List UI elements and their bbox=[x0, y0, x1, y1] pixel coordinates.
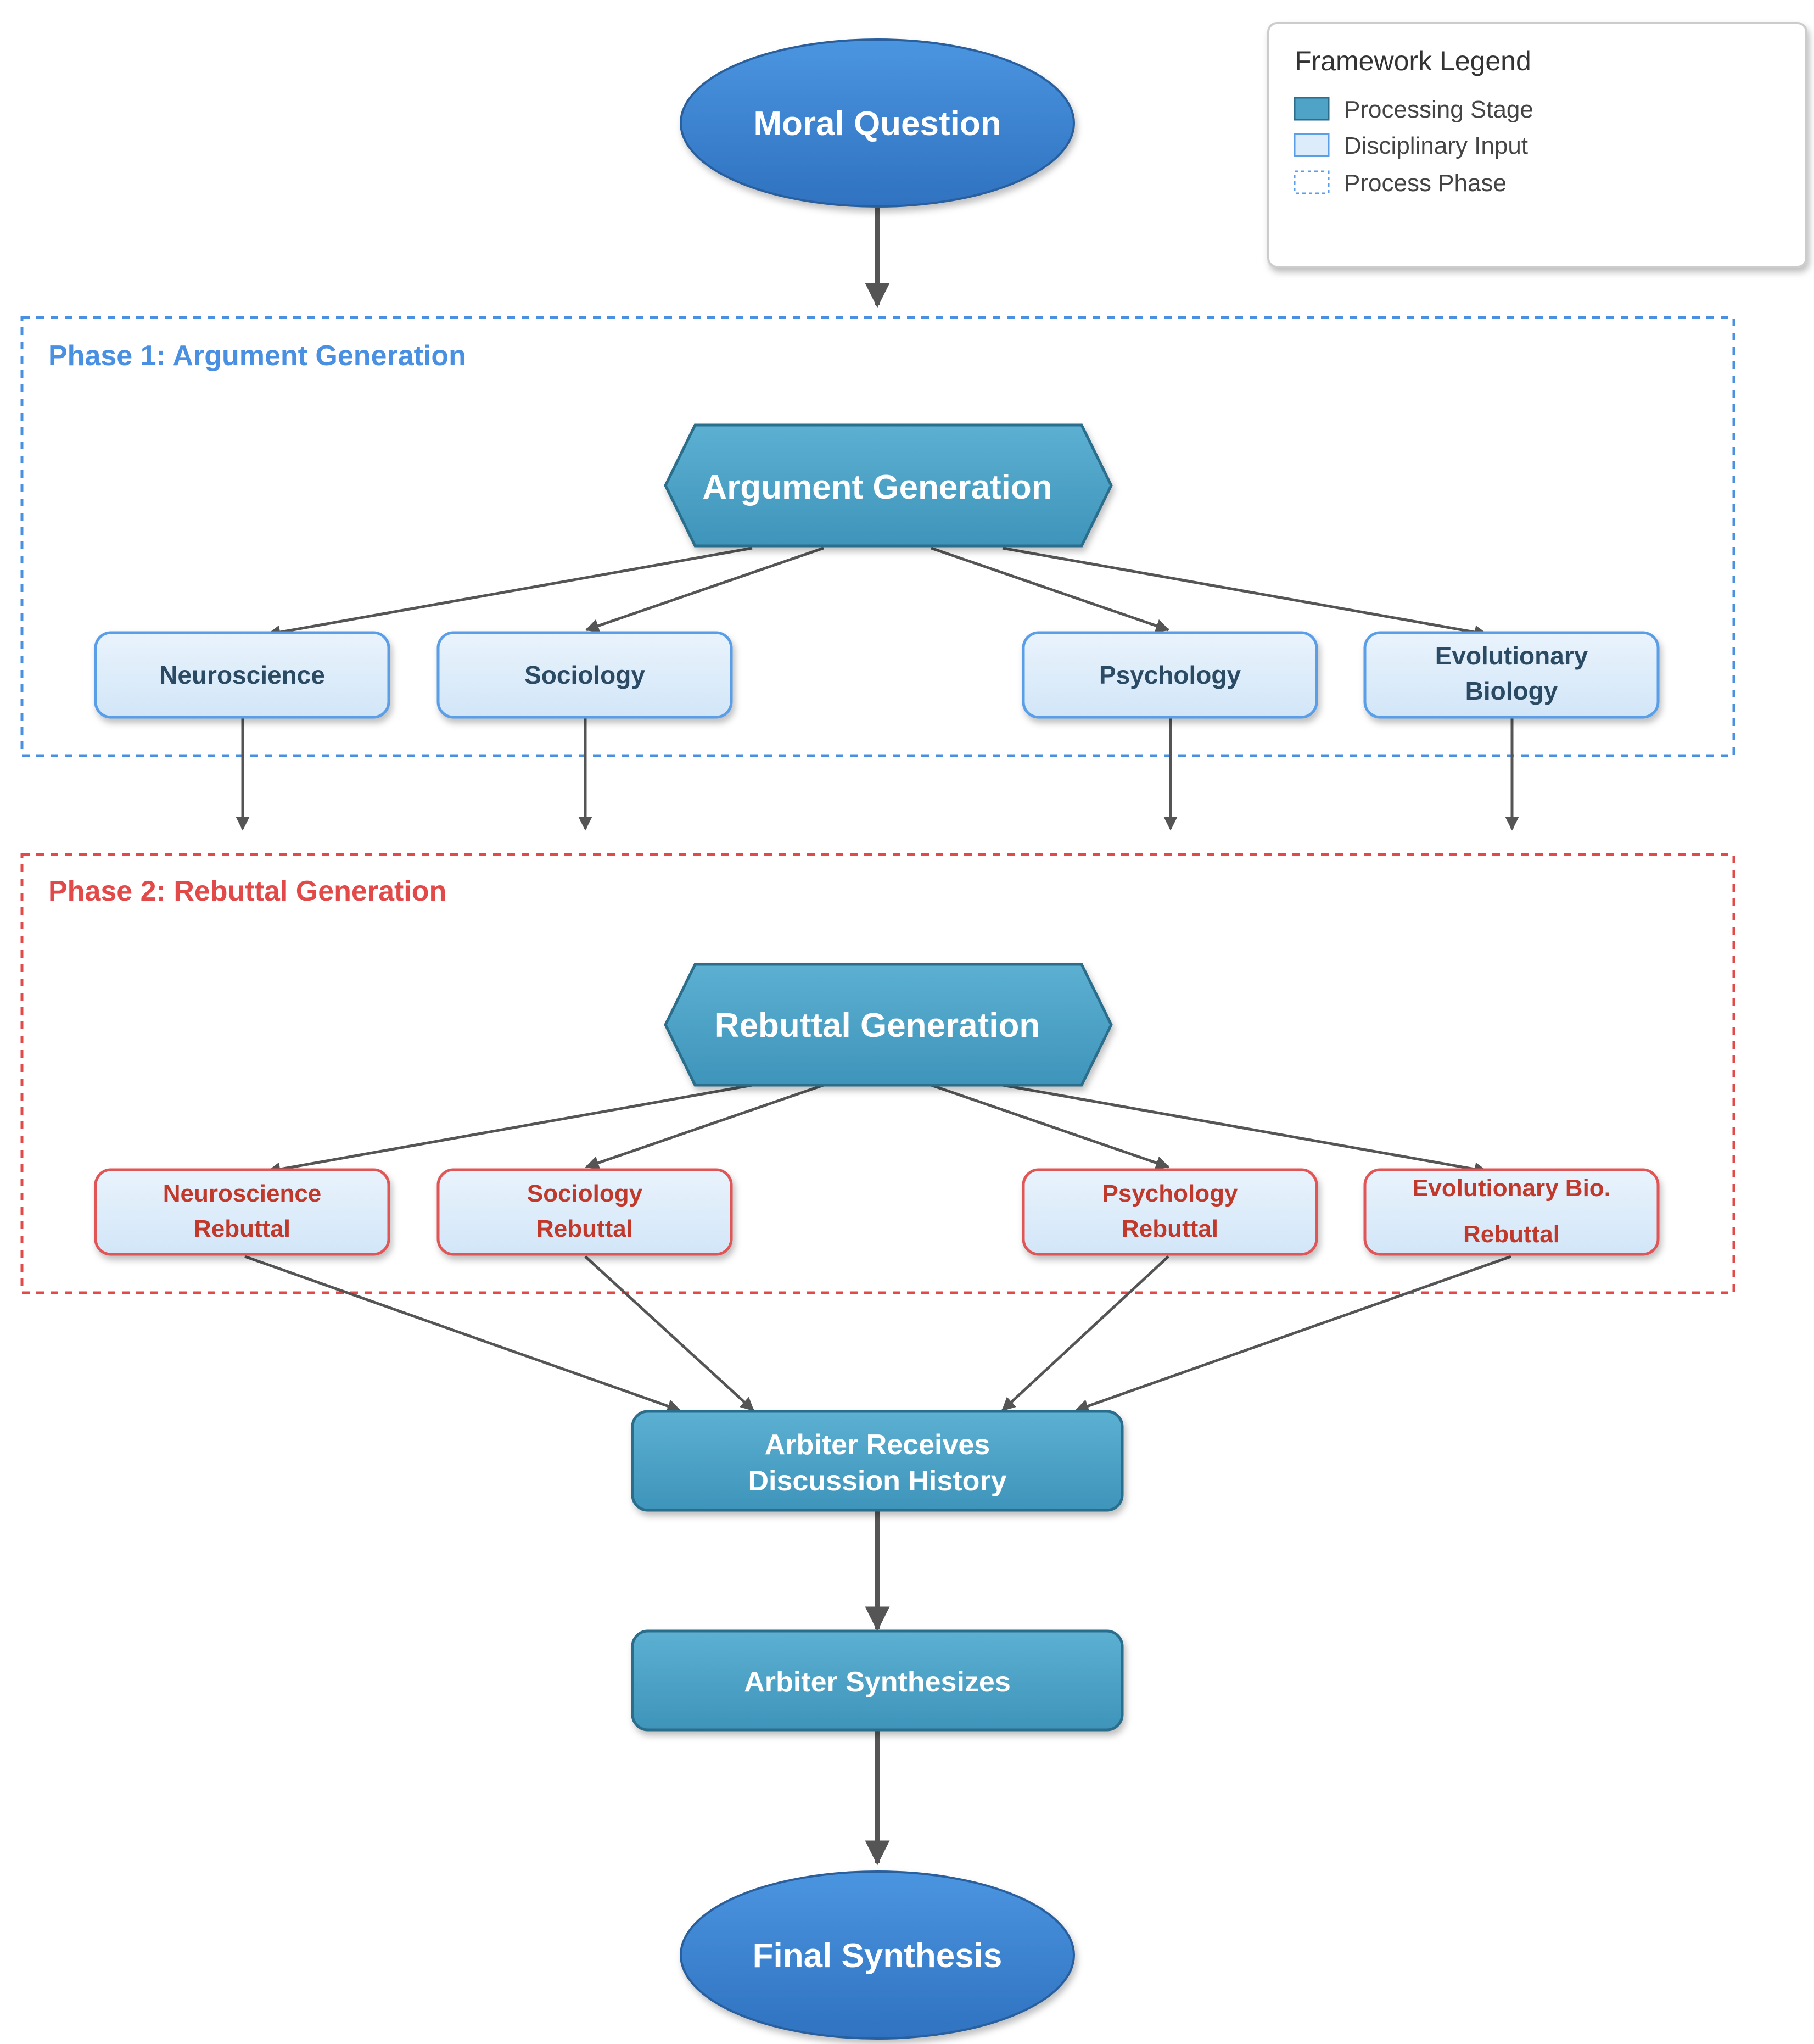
final-synthesis-label: Final Synthesis bbox=[753, 1937, 1003, 1975]
rebuttal-neuroscience-line2: Rebuttal bbox=[194, 1215, 290, 1242]
moral-question-node bbox=[680, 38, 1075, 208]
arrow-rebgen-to-neuro-rebuttal bbox=[266, 1084, 753, 1176]
arrow-rebgen-to-socio-rebuttal bbox=[585, 1084, 824, 1170]
arrow-rebgen-to-evobio-rebuttal bbox=[1002, 1084, 1488, 1176]
discipline-evolutionary-biology bbox=[1363, 631, 1660, 719]
legend: Framework Legend Processing Stage Discip… bbox=[1267, 22, 1807, 268]
rebuttal-nodes: Neuroscience Rebuttal Sociology Rebuttal… bbox=[94, 1168, 1660, 1256]
discipline-evolutionary-biology-line1: Evolutionary bbox=[1435, 641, 1588, 670]
rebuttal-psychology-line1: Psychology bbox=[1102, 1180, 1238, 1207]
final-synthesis-node bbox=[680, 1870, 1075, 2040]
legend-title: Framework Legend bbox=[1295, 46, 1531, 76]
discipline-sociology-label: Sociology bbox=[524, 661, 645, 689]
arbiter-receives-line1: Arbiter Receives bbox=[765, 1429, 990, 1461]
legend-label-phase: Process Phase bbox=[1344, 170, 1507, 197]
phase-1-label: Phase 1: Argument Generation bbox=[48, 340, 466, 372]
rebuttal-sociology-line2: Rebuttal bbox=[536, 1215, 633, 1242]
rebuttal-sociology bbox=[436, 1168, 733, 1256]
discipline-sociology bbox=[436, 631, 733, 719]
legend-swatch-processing bbox=[1294, 97, 1330, 121]
legend-swatch-input bbox=[1294, 133, 1330, 157]
discipline-nodes: Neuroscience Sociology Psychology Evolut… bbox=[94, 631, 1660, 719]
rebuttal-generation-label: Rebuttal Generation bbox=[715, 1007, 1040, 1045]
discipline-psychology-label: Psychology bbox=[1099, 661, 1241, 689]
argument-generation-node bbox=[664, 423, 1113, 548]
arrow-neuro-rebuttal-to-arbiter bbox=[244, 1255, 681, 1413]
arrow-rebgen-to-psych-rebuttal bbox=[931, 1084, 1170, 1170]
arrow-arggen-to-psychology bbox=[931, 546, 1170, 633]
rebuttal-psychology bbox=[1022, 1168, 1318, 1256]
rebuttal-neuroscience bbox=[94, 1168, 390, 1256]
legend-label-input: Disciplinary Input bbox=[1344, 132, 1528, 159]
rebuttal-evolutionary-bio-line1: Evolutionary Bio. bbox=[1412, 1175, 1611, 1202]
argument-generation-label: Argument Generation bbox=[702, 468, 1052, 506]
rebuttal-evolutionary-bio bbox=[1363, 1168, 1660, 1256]
rebuttal-neuroscience-line1: Neuroscience bbox=[163, 1180, 322, 1207]
arrow-arggen-to-evobio bbox=[1002, 546, 1488, 639]
legend-swatch-phase bbox=[1294, 170, 1330, 194]
arrow-evobio-rebuttal-to-arbiter bbox=[1074, 1255, 1511, 1413]
phase-2-label: Phase 2: Rebuttal Generation bbox=[48, 875, 446, 907]
arrow-psych-rebuttal-to-arbiter bbox=[1001, 1255, 1169, 1411]
arbiter-receives-line2: Discussion History bbox=[748, 1465, 1006, 1497]
rebuttal-generation-node bbox=[664, 963, 1113, 1087]
moral-question-label: Moral Question bbox=[753, 105, 1001, 143]
phase-1-box: Phase 1: Argument Generation bbox=[20, 316, 1735, 757]
rebuttal-sociology-line1: Sociology bbox=[527, 1180, 643, 1207]
arrow-arggen-to-sociology bbox=[585, 546, 824, 633]
rebuttal-evolutionary-bio-line2: Rebuttal bbox=[1463, 1221, 1560, 1248]
discipline-evolutionary-biology-line2: Biology bbox=[1465, 677, 1558, 705]
arbiter-receives-node bbox=[631, 1410, 1124, 1512]
arbiter-synthesizes-node bbox=[631, 1629, 1124, 1732]
discipline-neuroscience bbox=[94, 631, 390, 719]
rebuttal-psychology-line2: Rebuttal bbox=[1122, 1215, 1218, 1242]
discipline-psychology bbox=[1022, 631, 1318, 719]
arrow-socio-rebuttal-to-arbiter bbox=[584, 1255, 754, 1411]
arbiter-synthesizes-label: Arbiter Synthesizes bbox=[744, 1666, 1011, 1698]
legend-label-processing: Processing Stage bbox=[1344, 96, 1533, 123]
discipline-neuroscience-label: Neuroscience bbox=[159, 661, 325, 689]
connectors bbox=[236, 208, 1519, 1866]
phase-2-box: Phase 2: Rebuttal Generation bbox=[20, 853, 1735, 1294]
arrow-arggen-to-neuroscience bbox=[266, 546, 753, 639]
